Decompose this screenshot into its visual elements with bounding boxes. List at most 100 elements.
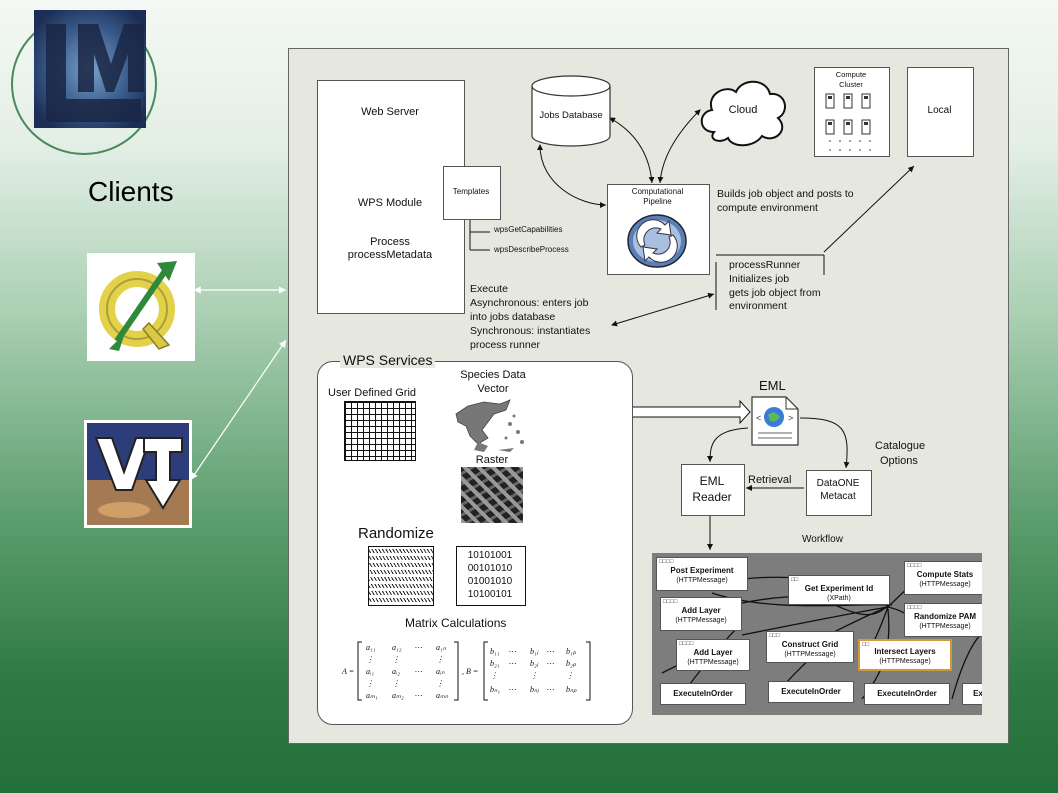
workflow-node[interactable]: □□□□ Compute Stats (HTTPMessage) [904, 561, 982, 595]
templates-label: Templates [452, 187, 490, 196]
randomize-label: Randomize [358, 525, 434, 542]
svg-text:b₂ₚ: b₂ₚ [566, 659, 577, 668]
eml-document-icon: < > [751, 396, 799, 446]
svg-text:b₁ⱼ: b₁ⱼ [530, 647, 539, 656]
lm-logo: LM [6, 4, 166, 156]
workflow-node[interactable]: ExecuteInOrder [660, 683, 746, 705]
svg-text:⋮: ⋮ [436, 655, 444, 664]
svg-text:⋮: ⋮ [436, 679, 444, 688]
jobs-database-label: Jobs Database [539, 110, 603, 121]
catalogue-options-label-2: Options [880, 455, 918, 467]
refresh-icon [627, 214, 687, 268]
svg-text:⋮: ⋮ [392, 655, 400, 664]
svg-text:⋯: ⋯ [508, 659, 516, 668]
svg-text:b₂₁: b₂₁ [490, 659, 500, 668]
svg-text:>: > [788, 413, 793, 423]
workflow-node[interactable]: Ex [962, 683, 982, 705]
catalogue-options-label: Catalogue [875, 440, 926, 452]
binary-row: 01001010 [467, 576, 513, 587]
svg-text:b₁₁: b₁₁ [490, 647, 500, 656]
process-label: Process [370, 236, 410, 248]
workflow-node[interactable]: □□□□ Add Layer (HTTPMessage) [676, 639, 750, 671]
matrix-calculations-label: Matrix Calculations [405, 616, 507, 630]
port-squares: □□□□ [679, 641, 694, 647]
execute-async-label: Asynchronous: enters job [470, 297, 589, 309]
workflow-node[interactable]: □□ Get Experiment Id (XPath) [788, 575, 890, 605]
svg-text:⋯: ⋯ [414, 691, 422, 700]
workflow-label: Workflow [802, 534, 843, 545]
port-squares: □□ [791, 577, 799, 583]
species-data-label: Species Data [460, 369, 526, 381]
cloud-icon [700, 80, 786, 147]
binary-matrix-box [456, 546, 526, 606]
svg-text:⋯: ⋯ [546, 685, 554, 694]
eml-reader-label: EML [699, 474, 725, 488]
pipeline-label-2: Pipeline [643, 197, 672, 206]
svg-text:bₙₚ: bₙₚ [566, 685, 577, 694]
compute-cluster-label: Compute [835, 70, 867, 79]
port-squares: □□□□ [659, 559, 674, 565]
svg-text:aₘₙ: aₘₙ [436, 691, 449, 700]
workflow-node[interactable]: □□□□ Randomize PAM (HTTPMessage) [904, 603, 982, 637]
runner-init-label: Initializes job [729, 273, 790, 285]
templates-box [443, 166, 501, 220]
runner-gets-label: gets job object from [729, 287, 821, 299]
port-squares: □□□ [769, 633, 780, 639]
builds-job-label-2: compute environment [717, 202, 818, 214]
svg-text:⋯: ⋯ [508, 685, 516, 694]
workflow-node[interactable]: ExecuteInOrder [768, 681, 854, 703]
dataone-label: DataONE [816, 478, 860, 489]
metacat-label: Metacat [820, 491, 856, 502]
workflow-node[interactable]: □□□□ Add Layer (HTTPMessage) [660, 597, 742, 631]
svg-text:⋯: ⋯ [546, 659, 554, 668]
svg-text:aₘ₂: aₘ₂ [392, 691, 404, 700]
jobs-database-icon [531, 75, 611, 147]
svg-text:⋯: ⋯ [508, 647, 516, 656]
workflow-node[interactable]: □□□□ Post Experiment (HTTPMessage) [656, 557, 748, 591]
execute-sync-label: Synchronous: instantiates [470, 325, 591, 337]
execute-label: Execute [470, 283, 508, 295]
builds-job-label: Builds job object and posts to [717, 188, 854, 200]
wps-services-title: WPS Services [340, 352, 436, 368]
svg-text:⋯: ⋯ [414, 667, 422, 676]
local-box [907, 67, 974, 157]
eml-reader-box [681, 464, 745, 516]
qgis-icon [87, 253, 195, 361]
grid-image [344, 401, 416, 461]
workflow-node[interactable]: ExecuteInOrder [864, 683, 950, 705]
server-rack-icon [825, 93, 871, 151]
svg-text:⋮: ⋮ [392, 679, 400, 688]
local-label: Local [927, 105, 952, 116]
wps-describe-process-label: wpsDescribeProcess [494, 245, 569, 254]
workflow-node[interactable]: □□□ Construct Grid (HTTPMessage) [766, 631, 854, 663]
process-metadata-label: processMetadata [347, 249, 433, 261]
execute-jobs-db-label: into jobs database [470, 311, 556, 323]
port-squares: □□□□ [907, 563, 922, 569]
svg-text:bₙⱼ: bₙⱼ [530, 685, 539, 694]
svg-text:⋮: ⋮ [366, 679, 374, 688]
svg-text:bₙ₁: bₙ₁ [490, 685, 500, 694]
wps-get-capabilities-label: wpsGetCapabilities [494, 225, 563, 234]
clients-title: Clients [88, 176, 174, 207]
runner-env-label: environment [729, 300, 787, 312]
eml-label: EML [759, 378, 786, 393]
user-defined-grid-label: User Defined Grid [328, 387, 417, 399]
workflow-canvas: □□□□ Post Experiment (HTTPMessage) □□ Ge… [652, 553, 982, 715]
workflow-node[interactable]: □□ Intersect Layers (HTTPMessage) [858, 639, 952, 671]
raster-image [461, 467, 523, 523]
svg-text:⋯: ⋯ [546, 647, 554, 656]
svg-text:, B =: , B = [462, 667, 478, 676]
raster-label: Raster [475, 454, 509, 466]
eml-reader-label-2: Reader [692, 490, 732, 504]
species-vector-label: Vector [477, 383, 509, 395]
svg-text:⋮: ⋮ [366, 655, 374, 664]
web-server-box [317, 80, 465, 314]
binary-row: 00101010 [467, 563, 513, 574]
compute-cluster-box [814, 67, 890, 157]
svg-text:aₘ₁: aₘ₁ [366, 691, 378, 700]
svg-text:aᵢₙ: aᵢₙ [436, 667, 445, 676]
binary-row: 10101001 [467, 550, 513, 561]
svg-text:a₁₁: a₁₁ [366, 643, 376, 652]
binary-row: 10100101 [467, 589, 513, 600]
